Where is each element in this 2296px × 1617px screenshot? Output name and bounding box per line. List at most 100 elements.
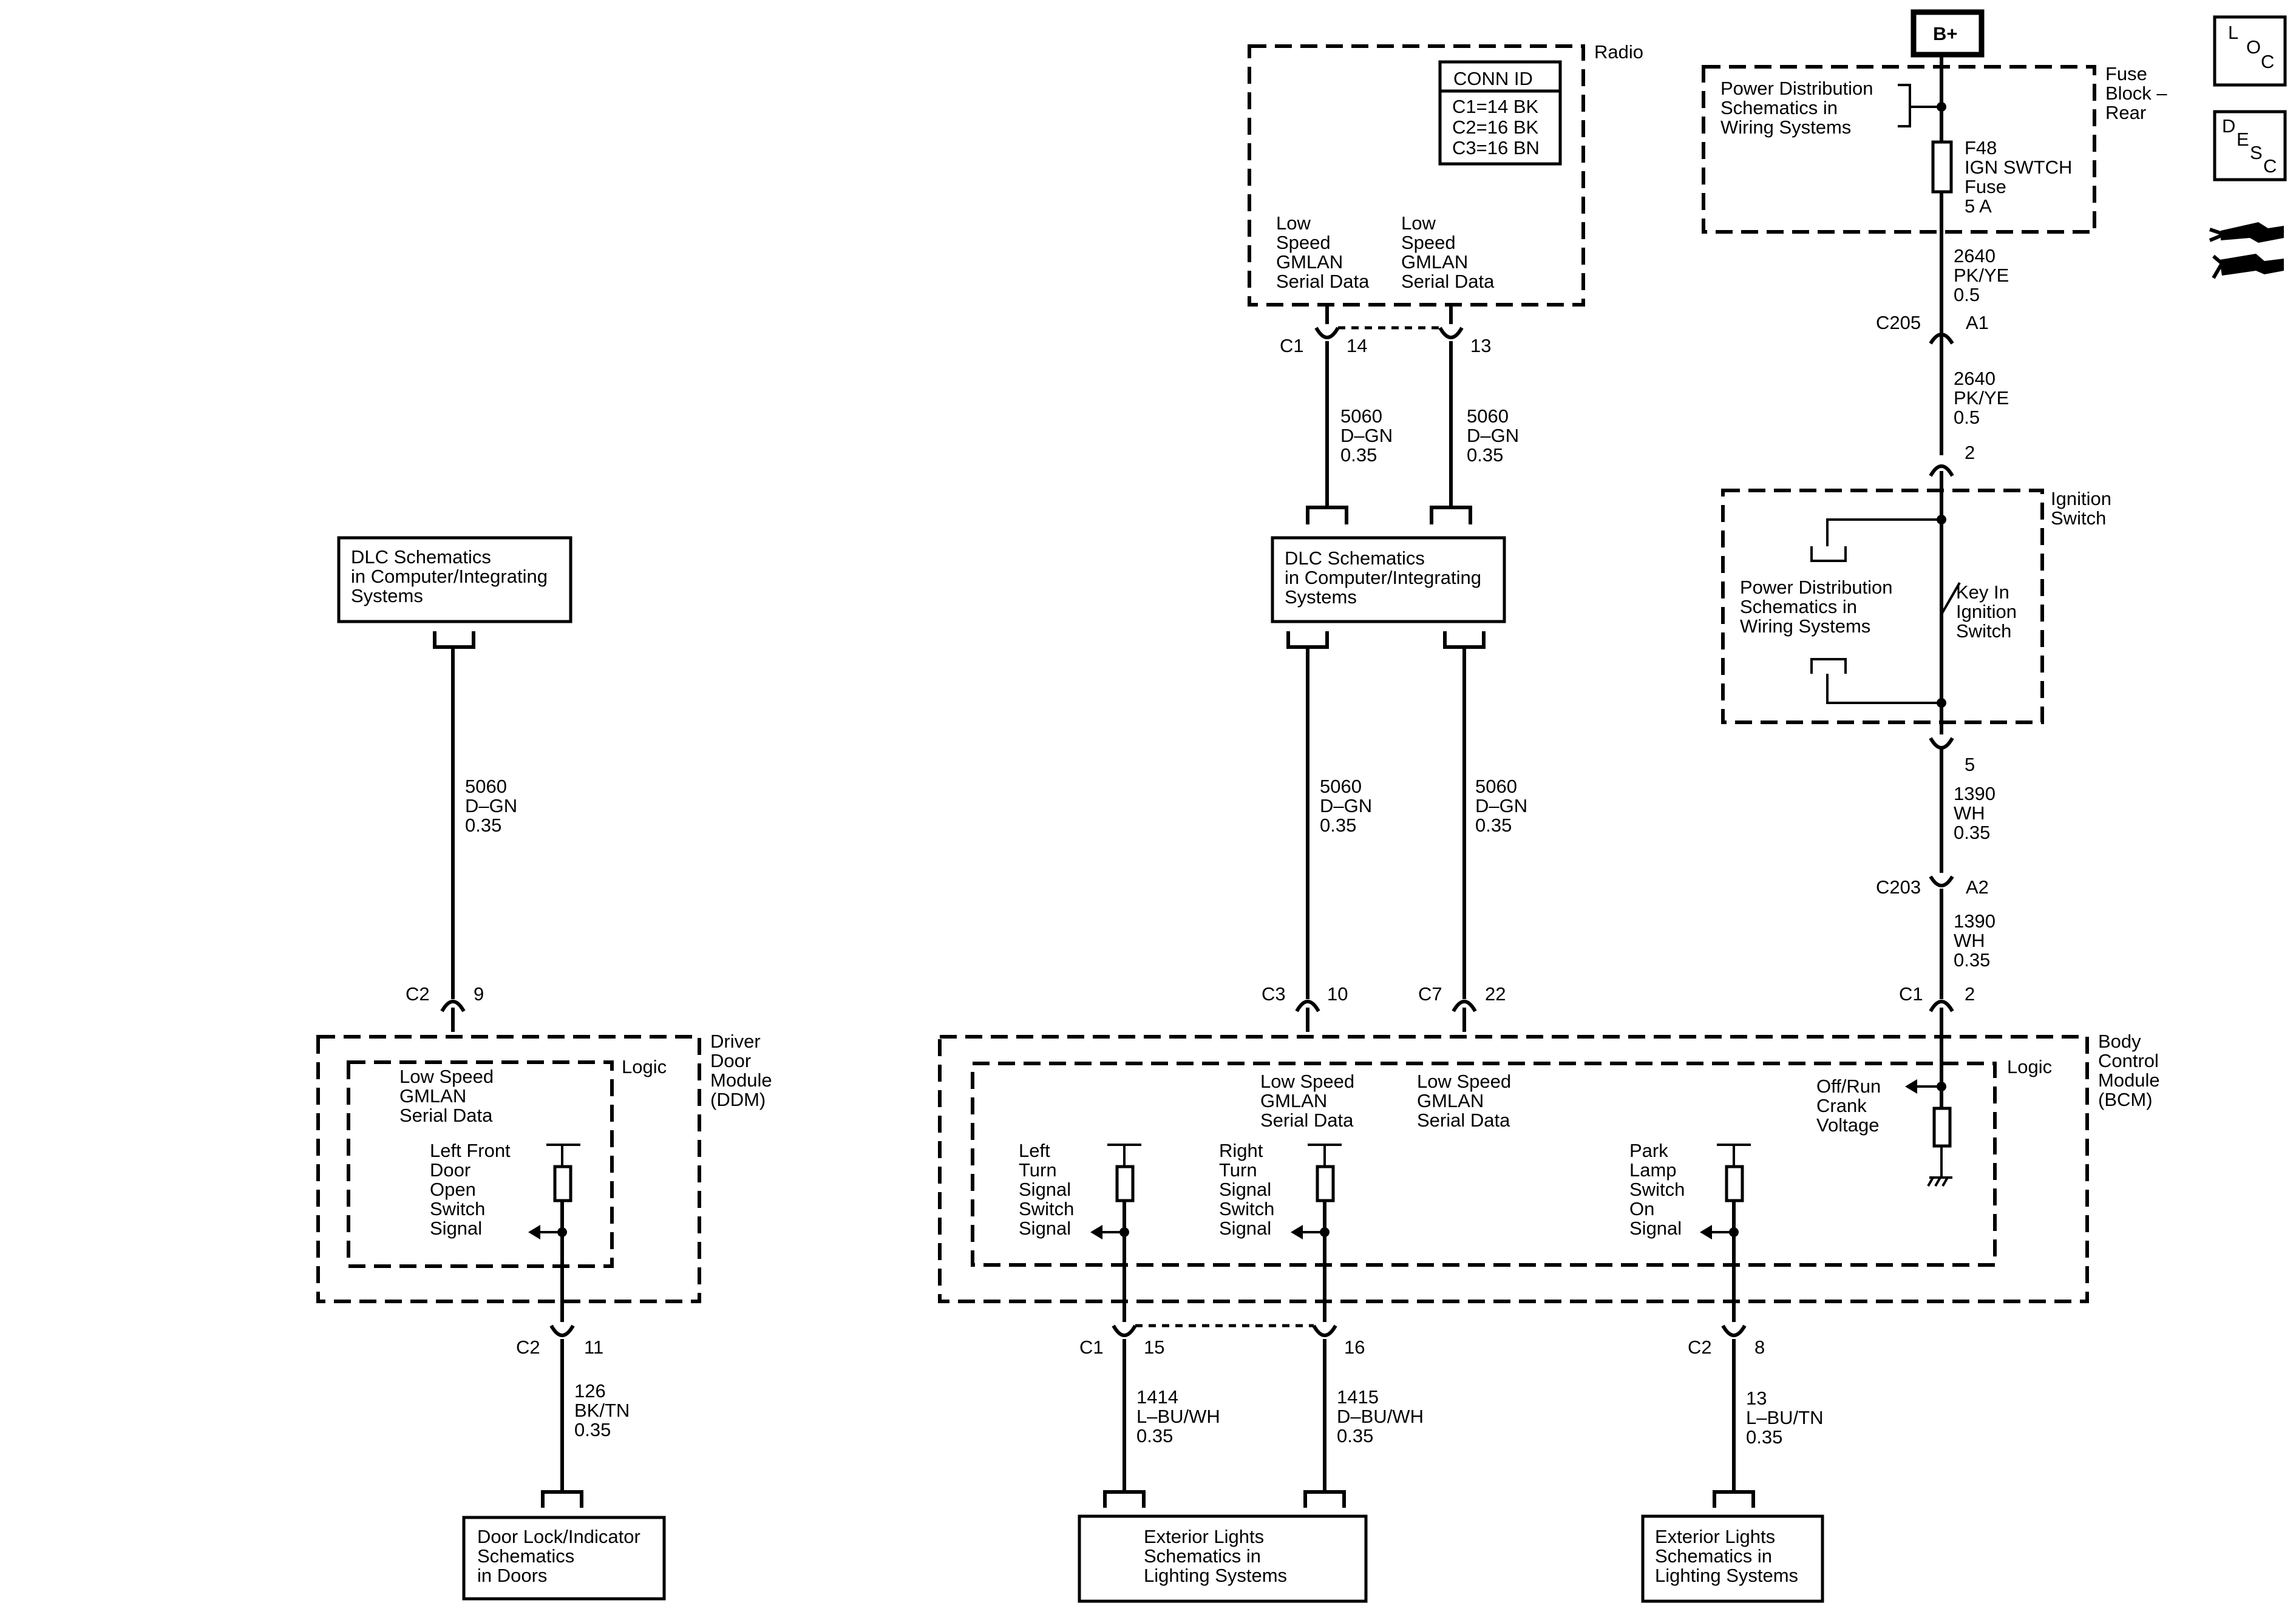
diagram-label: Serial Data bbox=[1276, 271, 1370, 292]
ignition-switch-title: Ignition bbox=[2051, 488, 2111, 509]
diagram-label: 13 bbox=[1470, 335, 1491, 356]
exterior-lights-reference-a[interactable]: Exterior Lights Schematics in Lighting S… bbox=[1078, 1514, 1368, 1603]
ignition-switch-pin-5: 5 bbox=[1929, 722, 1975, 775]
diagram-label: Door Lock/Indicator bbox=[477, 1526, 640, 1547]
diagram-label: 15 bbox=[1144, 1337, 1164, 1358]
ignition-switch: Ignition Switch Power Distribution Schem… bbox=[1721, 488, 2111, 724]
park-lamp-switch-label: Park bbox=[1629, 1140, 1668, 1161]
diagram-label: Switch bbox=[430, 1198, 485, 1219]
diagram-label: Module bbox=[710, 1070, 772, 1091]
diagram-label: Signal bbox=[1219, 1218, 1271, 1239]
diagram-label: Wiring Systems bbox=[1740, 615, 1870, 637]
diagram-label: 1390 bbox=[1954, 783, 1995, 804]
ddm-title: Driver bbox=[710, 1031, 761, 1052]
diagram-label: PK/YE bbox=[1954, 387, 2009, 408]
diagram-label: 0.35 bbox=[1954, 822, 1990, 843]
dlc-reference-left[interactable]: DLC Schematics in Computer/Integrating S… bbox=[337, 536, 572, 623]
diagram-label: Schematics in bbox=[1740, 596, 1857, 617]
diagram-label: 2 bbox=[1965, 442, 1975, 463]
diagram-label: GMLAN bbox=[1260, 1090, 1327, 1111]
radio-gmlan-b-label: Low bbox=[1401, 212, 1436, 234]
dlc-reference-center[interactable]: DLC Schematics in Computer/Integrating S… bbox=[1271, 536, 1506, 623]
diagram-label: 2 bbox=[1965, 983, 1975, 1005]
diagram-label: C3 bbox=[1262, 983, 1286, 1005]
diagram-label: C bbox=[2261, 51, 2274, 72]
loc-icon-button[interactable]: L O C bbox=[2213, 15, 2287, 87]
body-control-module: Body Control Module (BCM) Logic Low Spee… bbox=[938, 1031, 2160, 1303]
diagram-label: On bbox=[1629, 1198, 1654, 1219]
diagram-label: Serial Data bbox=[1417, 1110, 1510, 1131]
diagram-label: Switch bbox=[1956, 620, 2011, 642]
ddm-connector-c2-pin-11: C2 11 bbox=[516, 1301, 603, 1358]
exterior-lights-reference-b[interactable]: Exterior Lights Schematics in Lighting S… bbox=[1641, 1514, 1824, 1603]
diagram-label: GMLAN bbox=[1401, 251, 1468, 273]
diagram-label: Exterior Lights bbox=[1655, 1526, 1775, 1547]
diagram-label: 14 bbox=[1347, 335, 1367, 356]
diagram-label: L–BU/WH bbox=[1136, 1406, 1220, 1427]
diagram-label: Speed bbox=[1401, 232, 1456, 253]
diagram-label: D–GN bbox=[1475, 795, 1527, 816]
diagram-label: 8 bbox=[1754, 1337, 1765, 1358]
bcm-title: Body bbox=[2098, 1031, 2141, 1052]
diagram-label: 126 bbox=[574, 1380, 606, 1402]
diagram-label: 5060 bbox=[1475, 776, 1517, 797]
diagram-label: Open bbox=[430, 1179, 476, 1200]
diagram-label: 0.35 bbox=[1340, 444, 1377, 466]
diagram-label: Systems bbox=[351, 585, 423, 606]
radio-module: Radio CONN ID C1=14 BK C2=16 BK C3=16 BN… bbox=[1248, 41, 1643, 307]
diagram-label: D–GN bbox=[1340, 425, 1393, 446]
diagram-label: Signal bbox=[1019, 1218, 1071, 1239]
diagram-label: 1414 bbox=[1136, 1386, 1178, 1408]
diagram-label: C1 bbox=[1079, 1337, 1104, 1358]
diagram-label: Rear bbox=[2105, 102, 2146, 123]
diagram-label: Switch bbox=[1019, 1198, 1074, 1219]
diagram-label: C2 bbox=[516, 1337, 540, 1358]
diagram-label: Lamp bbox=[1629, 1159, 1677, 1181]
diagram-label: in Computer/Integrating bbox=[351, 566, 548, 587]
diagram-label: D–GN bbox=[1467, 425, 1519, 446]
diagram-label: 16 bbox=[1344, 1337, 1365, 1358]
diagram-label: in Computer/Integrating bbox=[1285, 567, 1481, 588]
diagram-label: Schematics in bbox=[1720, 97, 1838, 118]
connector-c203: C203 A2 bbox=[1876, 855, 1989, 898]
battery-positive-label: B+ bbox=[1911, 9, 1985, 58]
diagram-label: DLC Schematics bbox=[1285, 547, 1425, 569]
diagram-label: D–BU/WH bbox=[1337, 1406, 1424, 1427]
radio-title: Radio bbox=[1594, 41, 1643, 63]
diagram-label: 2640 bbox=[1954, 368, 1995, 389]
connector-c205: C205 A1 bbox=[1876, 312, 1989, 361]
diagram-label: IGN SWTCH bbox=[1965, 157, 2072, 178]
diagram-label: Wiring Systems bbox=[1720, 117, 1851, 138]
diagram-label: 1415 bbox=[1337, 1386, 1379, 1408]
diagram-label: Fuse bbox=[1965, 176, 2006, 197]
diagram-label: C1 bbox=[1280, 335, 1304, 356]
diagram-label: WH bbox=[1954, 930, 1985, 951]
diagram-label: Schematics in bbox=[1655, 1545, 1772, 1567]
bcm-connector-c1-pin-2: C1 2 bbox=[1899, 983, 1975, 1032]
key-in-switch-contact bbox=[1940, 582, 1961, 615]
bcm-logic-label: Logic bbox=[2007, 1056, 2052, 1077]
diagram-label: L–BU/TN bbox=[1746, 1407, 1823, 1428]
driver-door-module: Driver Door Module (DDM) Logic Low Speed… bbox=[316, 1031, 772, 1303]
diagram-label: (BCM) bbox=[2098, 1089, 2153, 1110]
bcm-connector-c7: C7 22 bbox=[1418, 983, 1506, 1032]
diagram-label: BK/TN bbox=[574, 1400, 630, 1421]
radio-gmlan-a-label: Low bbox=[1276, 212, 1311, 234]
diagram-label: Turn bbox=[1219, 1159, 1257, 1181]
diagram-label: Door bbox=[710, 1050, 751, 1071]
diagram-label: Signal bbox=[1219, 1179, 1271, 1200]
diagram-label: Module bbox=[2098, 1070, 2160, 1091]
diagram-label: 2640 bbox=[1954, 245, 1995, 266]
diagram-label: GMLAN bbox=[1417, 1090, 1484, 1111]
desc-icon-button[interactable]: D E S C bbox=[2213, 110, 2287, 181]
diagram-label: Serial Data bbox=[1401, 271, 1495, 292]
conn-id-table bbox=[1438, 60, 1562, 166]
diagram-label: 5060 bbox=[465, 776, 507, 797]
diagram-label: Signal bbox=[430, 1218, 482, 1239]
diagram-label: C205 bbox=[1876, 312, 1921, 333]
diagram-label: D–GN bbox=[465, 795, 517, 816]
connector-tools-icon[interactable] bbox=[2209, 222, 2284, 279]
ignition-pd-reference: Power Distribution bbox=[1740, 577, 1893, 598]
diagram-label: A2 bbox=[1966, 876, 1989, 898]
door-lock-reference[interactable]: Door Lock/Indicator Schematics in Doors bbox=[462, 1516, 666, 1601]
